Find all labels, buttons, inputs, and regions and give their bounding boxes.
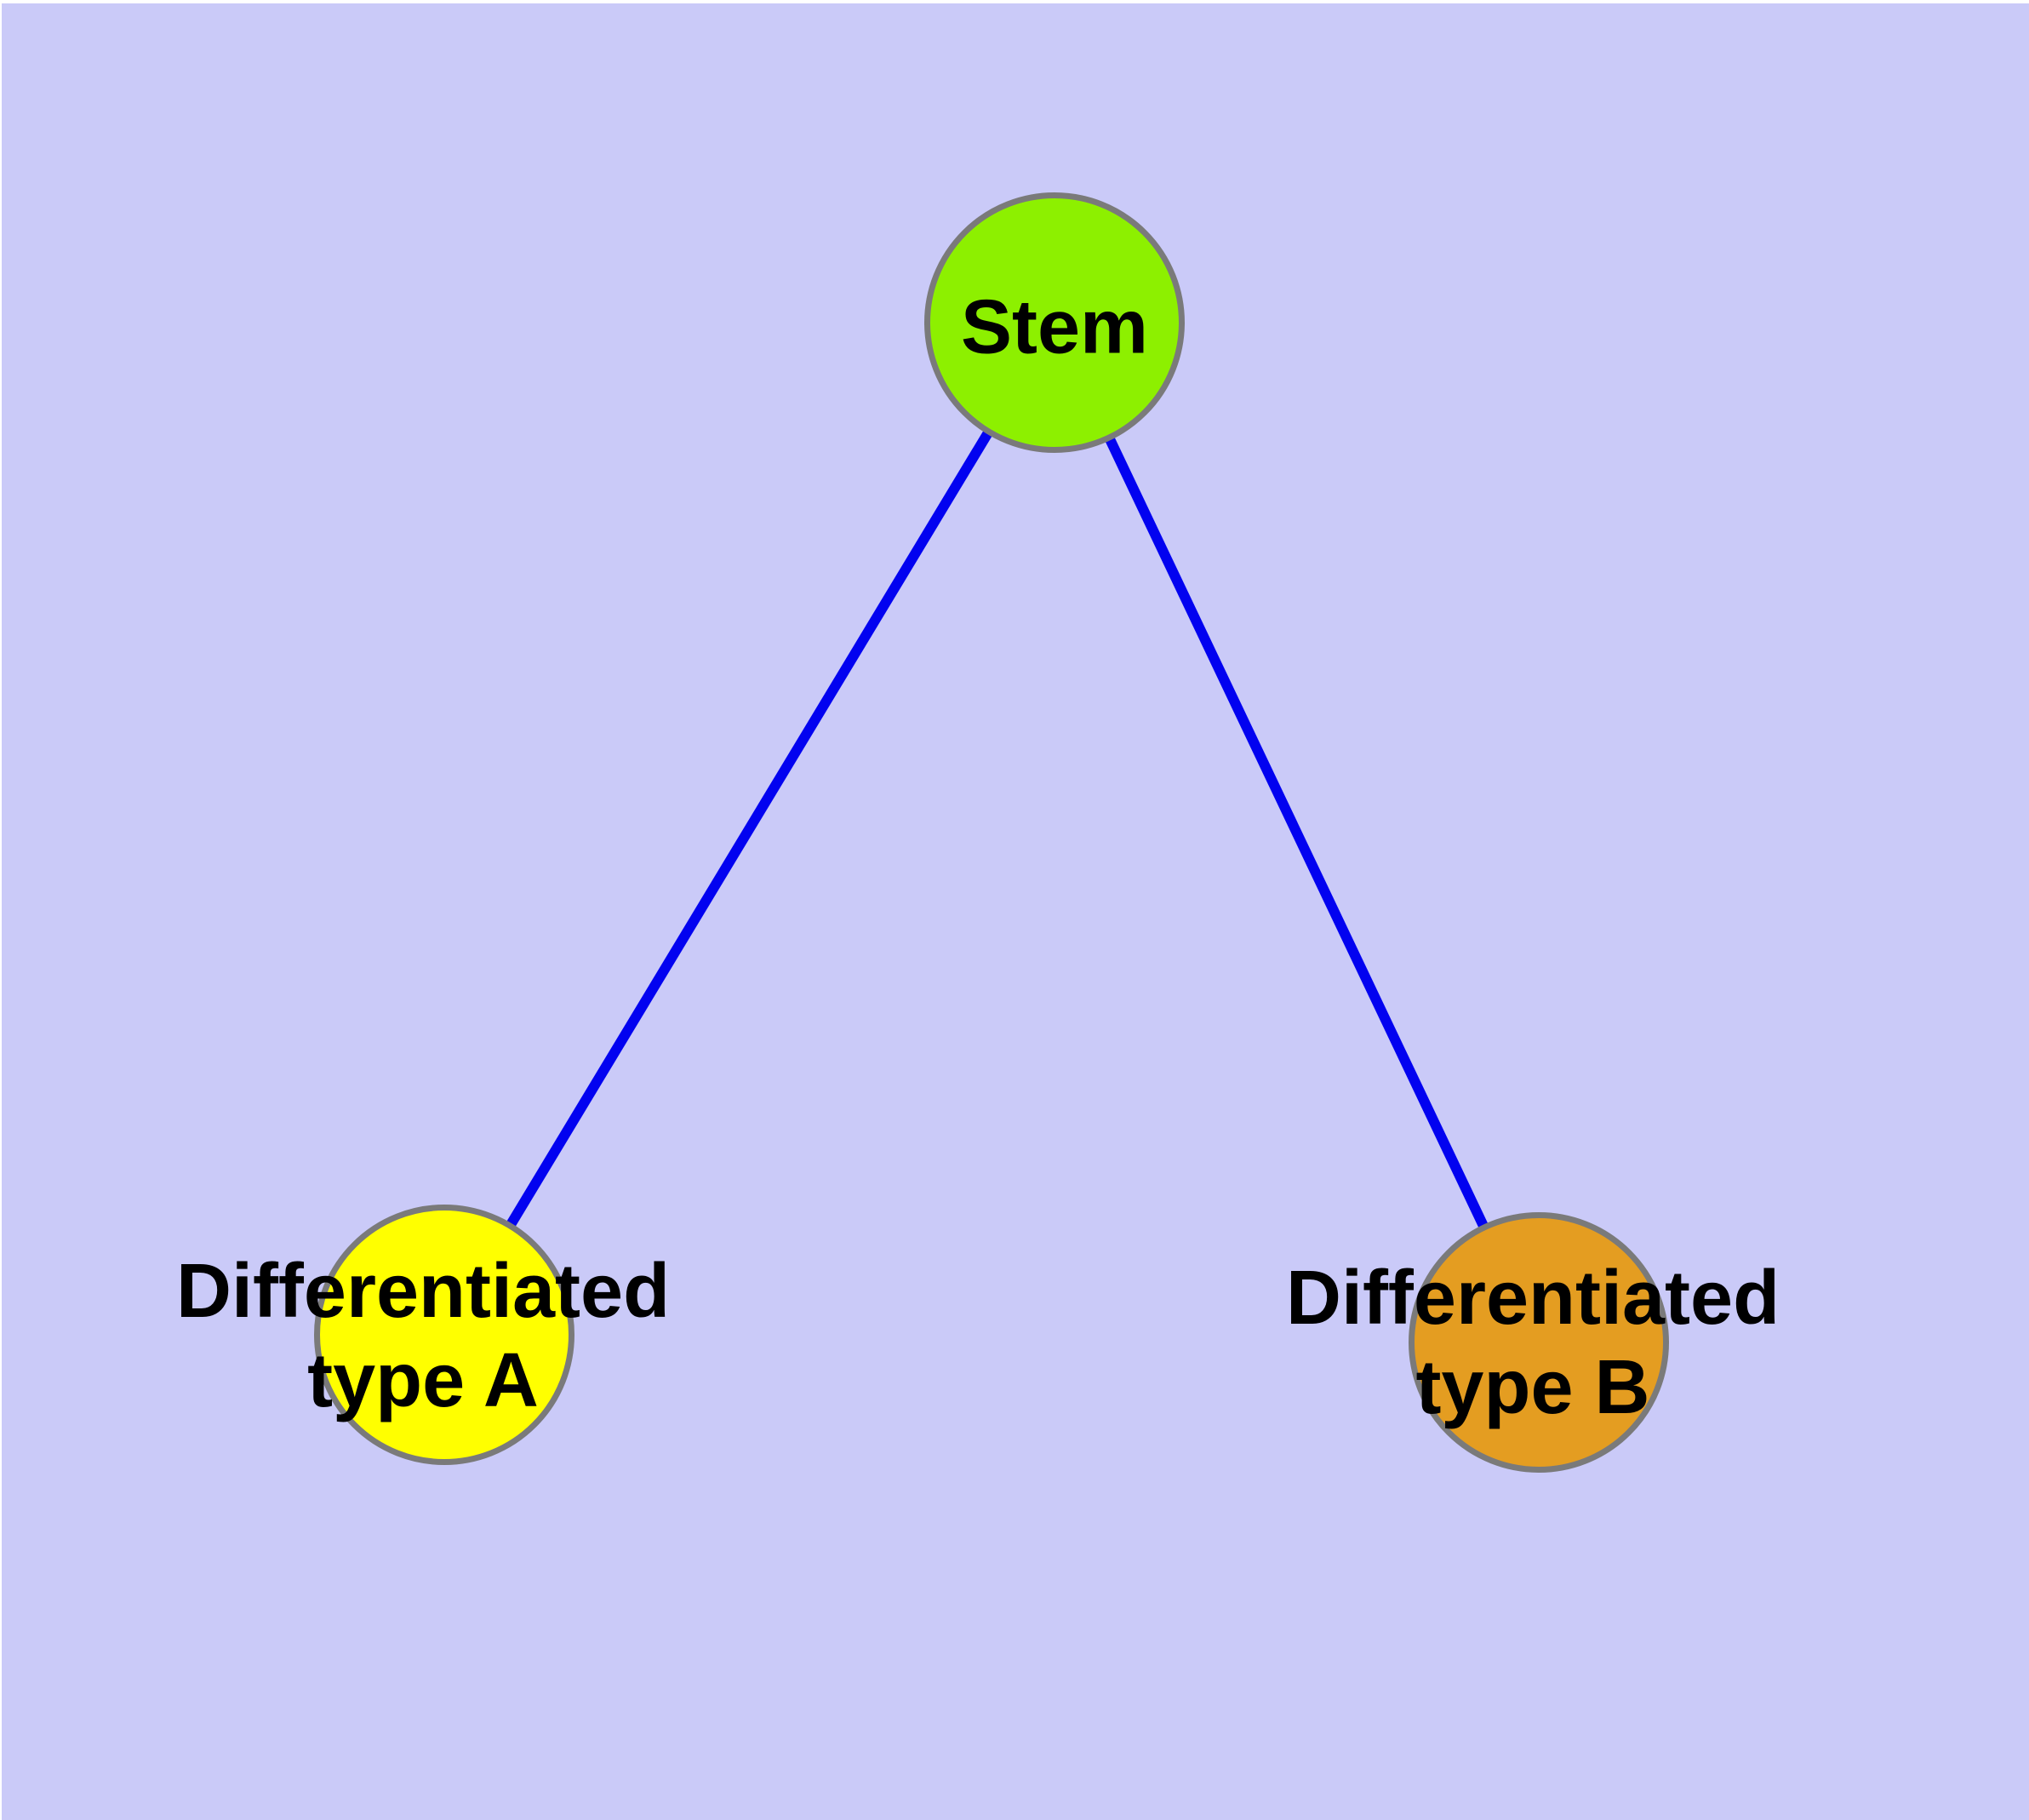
edge-stem-diff-b (1049, 320, 1544, 1345)
page-margin (0, 0, 2, 1820)
node-differentiated-type-a-label-line: Differentiated (175, 1249, 671, 1334)
node-stem-label: Stem (961, 283, 1148, 373)
node-differentiated-type-b-label-line: type B (1415, 1345, 1650, 1430)
edge-stem-diff-a (439, 319, 1060, 1338)
node-differentiated-type-b-label: Differentiated type B (1286, 1254, 1780, 1433)
node-stem-label-line: Stem (960, 284, 1149, 370)
node-stem-circle[interactable] (924, 192, 1185, 453)
edge-layer (439, 319, 1544, 1345)
diagram-canvas: Stem Differentiated type A Differentiate… (2, 3, 2029, 1820)
node-differentiated-type-b-circle[interactable] (1409, 1212, 1669, 1473)
node-differentiated-type-a-circle[interactable] (314, 1205, 574, 1465)
node-differentiated-type-b-label-line: Differentiated (1285, 1256, 1780, 1341)
page-margin (0, 0, 2029, 3)
node-differentiated-type-a-label-line: type A (307, 1338, 539, 1423)
node-differentiated-type-a-label: Differentiated type A (176, 1247, 670, 1426)
